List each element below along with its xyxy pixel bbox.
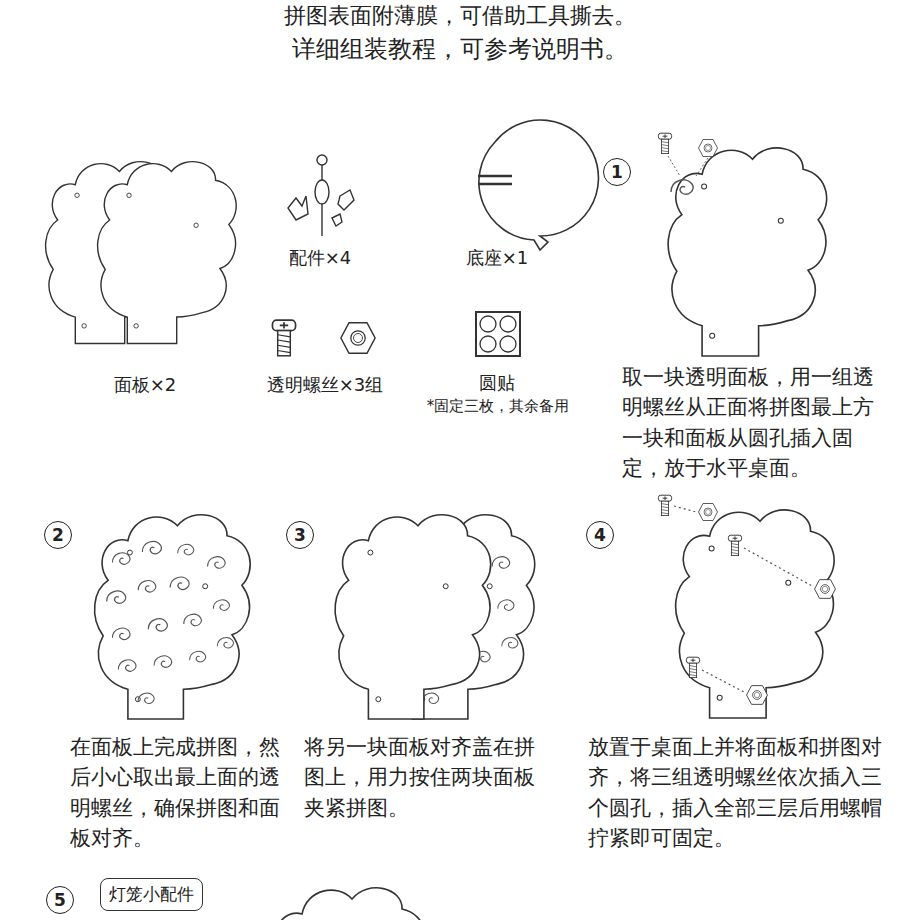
step2-panel: [95, 515, 251, 719]
label-text: 圆贴: [440, 370, 554, 396]
step-number-text: 1: [611, 162, 623, 182]
round-stickers: [476, 312, 520, 356]
label-text: 配件×4: [250, 245, 390, 271]
step-number-text: 3: [294, 525, 306, 545]
step-number-text: 2: [52, 525, 64, 545]
label-text: 详细组装教程，可参考说明书。: [160, 32, 760, 67]
step-number: 1: [603, 158, 631, 186]
step-number: 4: [586, 521, 614, 549]
step1-piece: [671, 180, 693, 194]
label-text: 放置于桌面上并将面板和拼图对齐，将三组透明螺丝依次插入三个圆孔，插入全部三层后用…: [588, 732, 888, 854]
step-number-text: 5: [54, 890, 66, 910]
step2-puzzle: [107, 541, 234, 703]
screw-icon: [272, 320, 295, 356]
label-text: 将另一块面板对齐盖在拼图上，用力按住两块面板夹紧拼图。: [304, 732, 536, 823]
label-text: 面板×2: [80, 372, 210, 398]
note-text: 灯笼小配件: [109, 884, 194, 904]
label-text: 取一块透明面板，用一组透明螺丝从正面将拼图最上方一块和面板从圆孔插入固定，放于水…: [622, 362, 874, 484]
step-number: 3: [286, 521, 314, 549]
step1-nut: [699, 140, 718, 157]
label-text: 拼图表面附薄膜，可借助工具撕去。: [160, 0, 760, 32]
panel-front: [98, 162, 237, 344]
step1-guide: [668, 156, 708, 176]
step3-panel-front: [335, 515, 491, 719]
accessory-parts: [288, 155, 354, 236]
note-box: 灯笼小配件: [100, 878, 203, 911]
label-text: 底座×1: [430, 245, 564, 271]
base-disc: [478, 120, 598, 250]
step4-screws: [658, 495, 835, 704]
step1-screw: [658, 133, 671, 153]
step-number-text: 4: [594, 525, 606, 545]
label-text: 透明螺丝×3组: [245, 372, 405, 398]
step5-panel: [268, 888, 425, 920]
label-text: *固定三枚，其余备用: [400, 396, 596, 418]
label-text: 在面板上完成拼图，然后小心取出最上面的透明螺丝，确保拼图和面板对齐。: [70, 732, 280, 854]
step4-panel: [676, 510, 834, 718]
step1-panel: [668, 148, 826, 356]
nut-icon: [341, 323, 375, 354]
step-number: 5: [46, 886, 74, 914]
step-number: 2: [44, 521, 72, 549]
